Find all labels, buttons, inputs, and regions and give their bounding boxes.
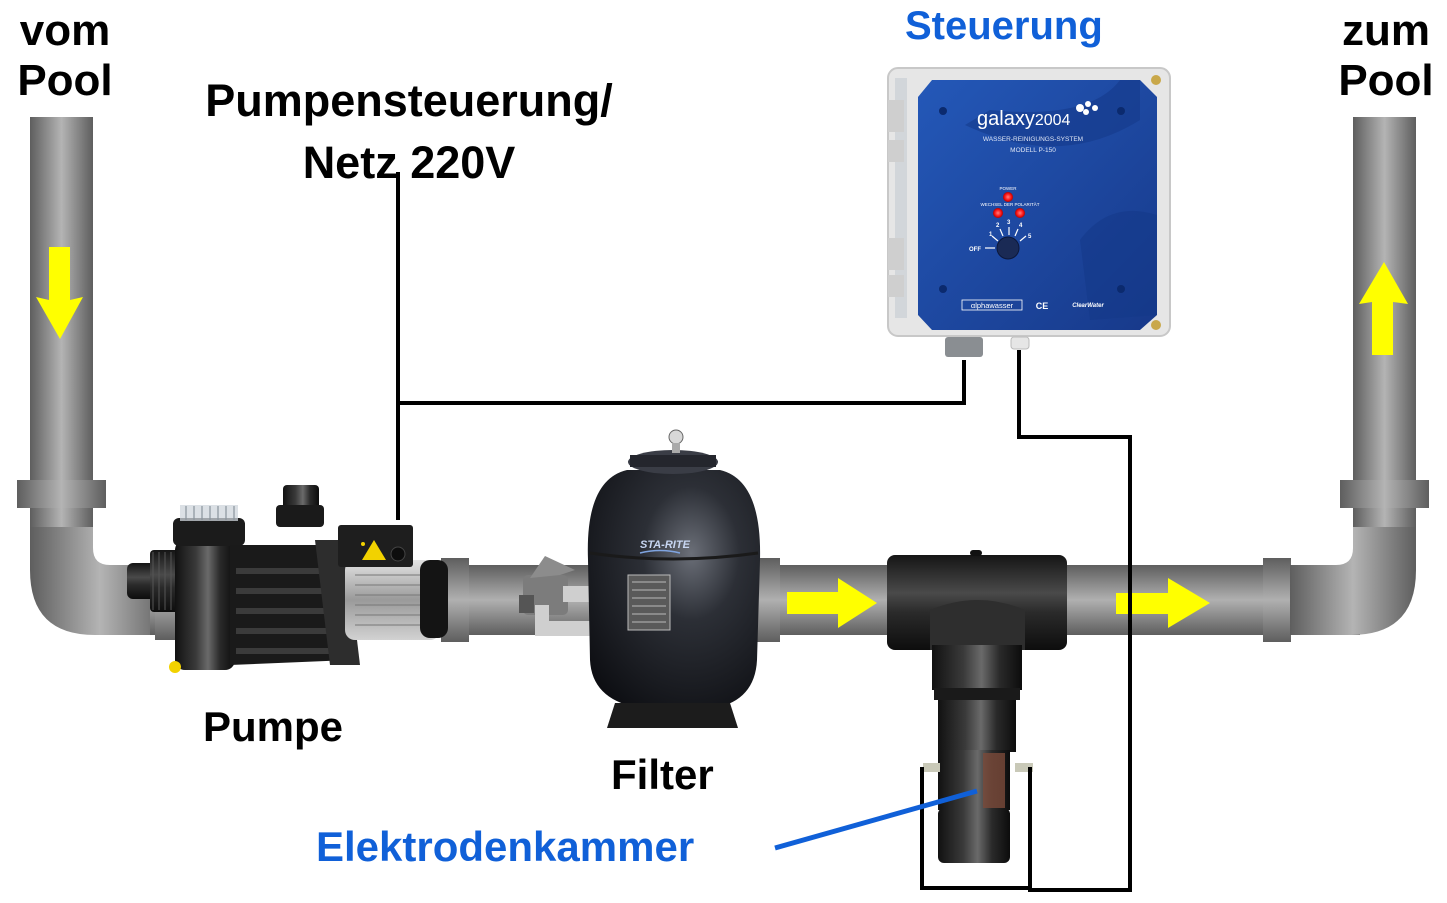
dial-position-label: 3 (1007, 220, 1011, 226)
cable-gland (945, 337, 983, 357)
filter-label: Filter (611, 751, 714, 798)
arrow-down-icon (36, 247, 83, 339)
controller-model: MODELL P-150 (1010, 147, 1056, 154)
polarity-label: WECHSEL DER POLARITÄT (980, 201, 1039, 207)
pump-power-label: Pumpensteuerung/ Netz 220V (183, 70, 635, 194)
brand-logo-icon (1076, 101, 1098, 115)
arrow-right-icon (787, 578, 877, 628)
cable-gland (1010, 336, 1030, 350)
inlet-label-line2: Pool (17, 56, 113, 105)
pump-illustration (127, 485, 448, 673)
dial-position-label: 5 (1028, 234, 1032, 240)
electrode-chamber-illustration (887, 550, 1067, 863)
outlet-pipe (1290, 117, 1429, 635)
filter-brand-label: STA-RITE (640, 539, 691, 551)
clearwater-logo: ClearWater (1072, 303, 1104, 309)
outlet-label-line1: zum (1342, 6, 1430, 55)
outlet-label: zum Pool (1330, 6, 1442, 106)
polarity-led-icon (993, 208, 1003, 218)
controller-brand: galaxy2004 (977, 108, 1071, 130)
filter-illustration: STA-RITE (519, 429, 761, 728)
inlet-label-line1: vom (19, 6, 111, 55)
dial-position-label: 2 (996, 223, 1000, 229)
pump-power-label-line1: Pumpensteuerung/ (205, 75, 613, 126)
wiring (396, 172, 1132, 892)
dial-off-label: OFF (969, 247, 981, 253)
controller-box: galaxy2004 WASSER-REINIGUNGS-SYSTEM MODE… (887, 67, 1171, 357)
electrode-chamber-label: Elektrodenkammer (316, 823, 695, 870)
dial-position-label: 1 (989, 232, 993, 238)
pump-power-label-line2: Netz 220V (302, 137, 516, 188)
inlet-pipe (17, 117, 170, 635)
power-led-icon (1003, 192, 1013, 202)
arrow-up-icon (1359, 262, 1408, 355)
arrow-right-icon (1116, 578, 1210, 628)
dial-position-label: 4 (1019, 223, 1023, 229)
ce-mark: CE (1036, 301, 1049, 311)
polarity-led-icon (1015, 208, 1025, 218)
controller-label: Steuerung (905, 4, 1103, 48)
inlet-label: vom Pool (12, 6, 118, 106)
pump-label: Pumpe (203, 703, 344, 750)
power-label: POWER (999, 186, 1017, 191)
outlet-label-line2: Pool (1338, 56, 1434, 105)
electrode-leader-line (774, 788, 978, 851)
alphawasser-logo: αlphawasser (971, 301, 1014, 310)
mode-dial[interactable] (985, 227, 1027, 260)
controller-subtitle: WASSER-REINIGUNGS-SYSTEM (983, 136, 1083, 143)
